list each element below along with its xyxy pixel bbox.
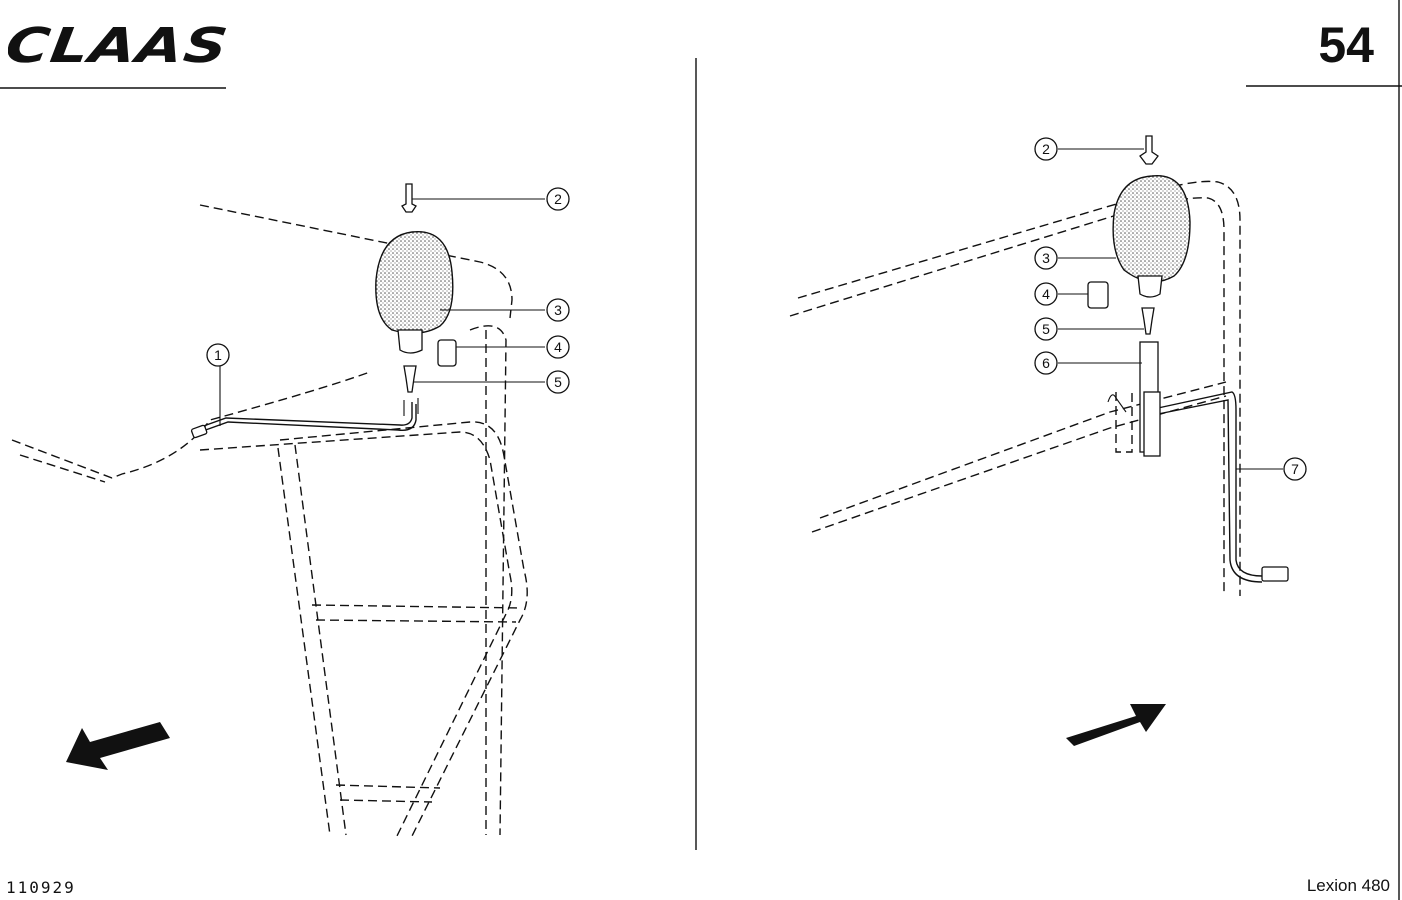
left-wiring-harness-b bbox=[199, 404, 417, 433]
right-beacon-lamp-base bbox=[1137, 275, 1163, 298]
page-number: 54 bbox=[1318, 17, 1374, 73]
left-adapter-part-4 bbox=[437, 339, 457, 367]
left-screw-part-5 bbox=[403, 365, 417, 393]
left-door-post-front-b bbox=[294, 444, 347, 836]
right-callout-5: 5 bbox=[1034, 317, 1058, 341]
claas-logo: CLAAS bbox=[8, 18, 232, 74]
model-name: Lexion 480 bbox=[1306, 876, 1390, 895]
right-ground-wire bbox=[1107, 394, 1127, 413]
left-cab-lower-edge bbox=[19, 454, 106, 483]
right-callout-label-4: 4 bbox=[1042, 286, 1050, 302]
left-cab-side-outline bbox=[11, 371, 371, 479]
left-callout-3: 3 bbox=[546, 298, 570, 322]
right-bolt-part-2 bbox=[1139, 135, 1159, 165]
left-callout-label-1: 1 bbox=[214, 347, 222, 363]
right-lower-rail-outer bbox=[819, 381, 1227, 519]
brand-logo-text: CLAAS bbox=[8, 18, 232, 74]
left-callout-1: 1 bbox=[206, 343, 230, 367]
left-door-crossbar-low bbox=[335, 784, 441, 803]
left-bracket bbox=[403, 398, 419, 416]
left-callout-label-5: 5 bbox=[554, 374, 562, 390]
right-direction-arrow bbox=[1066, 704, 1166, 746]
left-callout-4: 4 bbox=[546, 335, 570, 359]
left-rear-post-outer bbox=[469, 325, 507, 836]
right-callout-7: 7 bbox=[1283, 457, 1307, 481]
right-callout-label-2: 2 bbox=[1042, 141, 1050, 157]
left-callout-2: 2 bbox=[546, 187, 570, 211]
right-callout-label-5: 5 bbox=[1042, 321, 1050, 337]
right-bracket-plate bbox=[1143, 391, 1161, 457]
left-wiring-harness bbox=[197, 402, 413, 429]
right-callout-3: 3 bbox=[1034, 246, 1058, 270]
right-callout-label-6: 6 bbox=[1042, 355, 1050, 371]
left-door-frame-outer bbox=[279, 421, 528, 841]
right-connector-plug bbox=[1261, 566, 1289, 582]
right-wiring-harness bbox=[1157, 391, 1263, 577]
left-bolt-part-2 bbox=[401, 183, 417, 213]
right-screw-part-5 bbox=[1141, 307, 1155, 335]
left-direction-arrow bbox=[66, 722, 170, 770]
right-callout-6: 6 bbox=[1034, 351, 1058, 375]
right-callout-2: 2 bbox=[1034, 137, 1058, 161]
left-beacon-lamp-dome bbox=[375, 231, 454, 334]
document-number: 110929 bbox=[6, 878, 76, 897]
right-callout-label-3: 3 bbox=[1042, 250, 1050, 266]
left-door-post-front-a bbox=[277, 447, 331, 836]
left-callout-label-3: 3 bbox=[554, 302, 562, 318]
left-connector-plug bbox=[190, 424, 208, 439]
left-beacon-lamp-base bbox=[397, 329, 423, 354]
right-mount-plate bbox=[1115, 392, 1133, 453]
left-door-frame-inner bbox=[199, 431, 513, 839]
left-callout-5: 5 bbox=[546, 370, 570, 394]
right-wiring-harness-b bbox=[1157, 399, 1263, 583]
right-beacon-lamp-dome bbox=[1112, 175, 1191, 283]
right-adapter-part-4 bbox=[1087, 281, 1109, 309]
left-callout-label-2: 2 bbox=[554, 191, 562, 207]
right-lower-rail-inner bbox=[811, 395, 1227, 533]
left-door-crossbar-mid bbox=[311, 604, 523, 623]
right-callout-4: 4 bbox=[1034, 282, 1058, 306]
right-view: 2 3 4 5 6 7 bbox=[789, 135, 1307, 746]
left-roof-outline bbox=[199, 204, 513, 319]
left-callout-label-4: 4 bbox=[554, 339, 562, 355]
right-callout-label-7: 7 bbox=[1291, 461, 1299, 477]
left-view: 1 2 3 4 5 bbox=[11, 183, 570, 841]
